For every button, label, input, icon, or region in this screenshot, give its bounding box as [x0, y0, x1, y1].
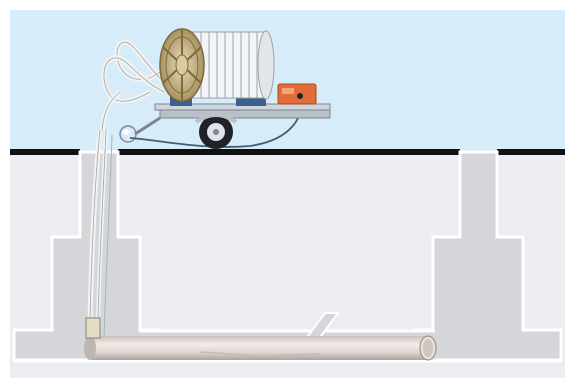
- inversion-head: [120, 126, 136, 142]
- control-box: [278, 84, 316, 104]
- hose-reel: [160, 29, 274, 101]
- sewer-pipe: [84, 336, 436, 360]
- reel-flange: [160, 29, 204, 101]
